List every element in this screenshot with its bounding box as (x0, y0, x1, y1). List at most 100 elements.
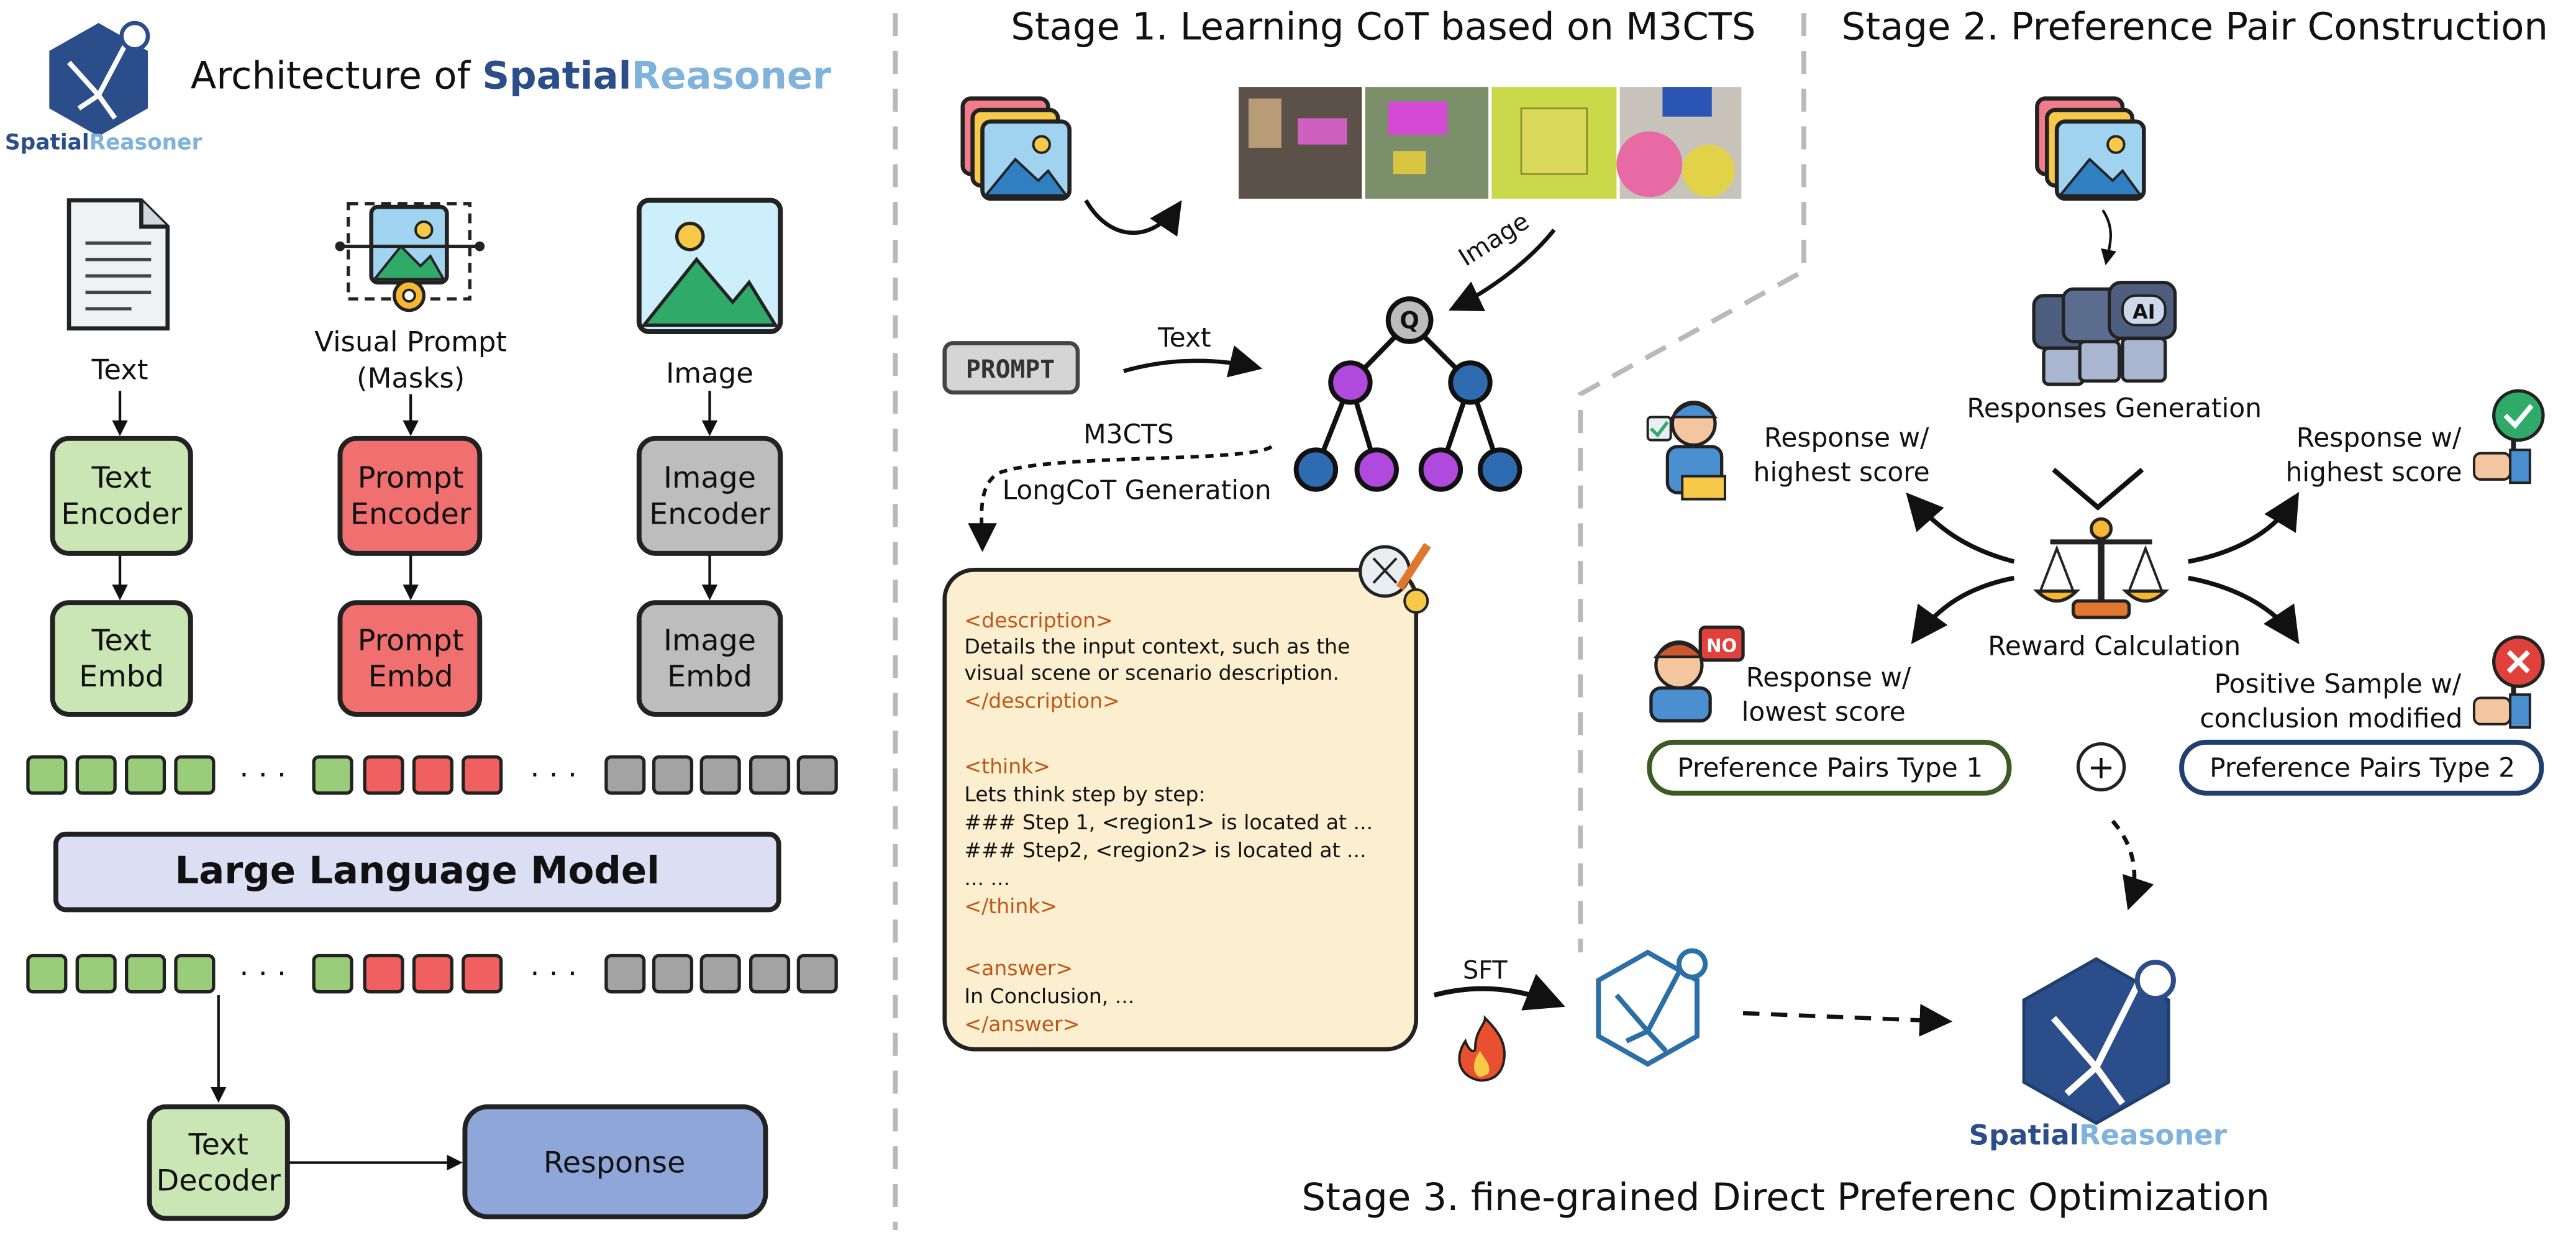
text-encoder-box: Text Encoder (50, 435, 193, 556)
prompt-embd-box: Prompt Embd (337, 600, 483, 717)
svg-text:· · ·: · · · (239, 957, 286, 991)
svg-text:Embd: Embd (79, 660, 164, 694)
left-high-line1: Response w/ (1764, 422, 1929, 453)
right-high-line1: Response w/ (2296, 422, 2462, 453)
svg-text:<think>: <think> (964, 754, 1050, 778)
svg-text:Image: Image (663, 461, 756, 495)
image-icon (636, 198, 783, 334)
sft-label: SFT (1463, 957, 1508, 985)
idea-sketch-icon (1359, 543, 1431, 614)
cross-sign-icon (2472, 635, 2545, 729)
image-embd-box: Image Embd (636, 600, 783, 717)
architecture-logo-icon (49, 20, 150, 137)
left-low-line2: lowest score (1742, 697, 1906, 727)
text-arrow-label: Text (1157, 322, 1211, 353)
svg-text:Embd: Embd (667, 660, 752, 694)
cot-template-box: <description> Details the input context,… (942, 567, 1419, 1052)
stage2-title: Stage 2. Preference Pair Construction (1842, 5, 2548, 48)
scale-balance-icon (2033, 517, 2170, 619)
final-logo-text: SpatialReasoner (1969, 1119, 2228, 1152)
arrow-reward-to-right-pos (2188, 575, 2300, 645)
divider-right (1578, 13, 1806, 953)
arrow-reward-to-right-high (2188, 491, 2300, 564)
svg-text:Text: Text (91, 461, 152, 495)
svg-text:AI: AI (2132, 301, 2155, 324)
right-pos-line2: conclusion modified (2200, 703, 2462, 734)
arrow-prompt-to-tree (1123, 345, 1263, 378)
m3cts-label: M3CTS (1083, 419, 1174, 450)
base-model-icon (1596, 948, 1708, 1067)
svg-text:· · ·: · · · (530, 957, 577, 991)
text-document-icon (66, 198, 170, 331)
right-high-line2: highest score (2286, 457, 2462, 488)
response-box: Response (462, 1104, 768, 1219)
arrow-model-to-final (1742, 1003, 1953, 1037)
visual-prompt-icon (335, 202, 485, 312)
svg-text:### Step2, <region2> is locate: ### Step2, <region2> is located at ... (964, 838, 1366, 862)
input-label-prompt-line2: (Masks) (357, 362, 465, 394)
arrow-reward-to-left-high (1906, 492, 2015, 564)
prompt-encoder-box: Prompt Encoder (337, 435, 483, 556)
stacked-images-icon (960, 96, 1072, 201)
arrow-tree-to-cot (968, 445, 1273, 552)
svg-text:+: + (2087, 749, 2114, 786)
prompt-chip-icon: PROMPT (942, 341, 1080, 395)
input-label-prompt-line1: Visual Prompt (314, 325, 507, 358)
svg-text:· · ·: · · · (530, 758, 577, 793)
svg-text:<description>: <description> (964, 608, 1113, 632)
svg-text:Encoder: Encoder (61, 497, 182, 531)
text-embd-box: Text Embd (50, 600, 193, 717)
sample-photo-strip (1239, 87, 1742, 199)
chevron-down-icon (2052, 468, 2144, 511)
svg-text:Image: Image (663, 624, 756, 658)
arrow-cot-to-model (1433, 973, 1565, 1011)
svg-text:</answer>: </answer> (964, 1012, 1080, 1036)
svg-text:visual scene or scenario descr: visual scene or scenario description. (964, 660, 1339, 685)
arrow-images-to-photos (1084, 199, 1182, 237)
svg-text:NO: NO (1706, 635, 1737, 656)
plus-icon: + (2076, 742, 2126, 792)
llm-box: Large Language Model (53, 831, 781, 913)
svg-text:... ...: ... ... (964, 866, 1010, 890)
preference-pairs-type1: Preference Pairs Type 1 (1647, 739, 2012, 796)
ai-robots-icon: AI (2032, 281, 2177, 386)
token-row-output: · · · · · · (26, 954, 838, 994)
text-decoder-box: Text Decoder (147, 1104, 290, 1221)
search-tree-icon: Q (1293, 296, 1522, 492)
svg-text:Text: Text (91, 624, 152, 658)
svg-text:</description>: </description> (964, 688, 1119, 712)
svg-text:Embd: Embd (368, 660, 453, 694)
svg-text:Prompt: Prompt (358, 624, 464, 658)
svg-text:Response: Response (544, 1145, 686, 1180)
preference-pairs-type2: Preference Pairs Type 2 (2179, 739, 2544, 796)
person-thumbs-up-icon (1646, 401, 1726, 501)
svg-text:Decoder: Decoder (157, 1164, 281, 1198)
responses-generation-label: Responses Generation (1967, 393, 2262, 423)
svg-text:Preference Pairs Type 2: Preference Pairs Type 2 (2210, 752, 2515, 783)
final-model-logo-icon (2022, 957, 2176, 1126)
input-label-text: Text (91, 353, 148, 386)
architecture-title: Architecture of SpatialReasoner (191, 55, 831, 98)
architecture-logo-text: SpatialReasoner (5, 130, 203, 155)
arrow-photos-to-tree (1448, 229, 1556, 311)
input-label-image: Image (666, 357, 753, 389)
stage3-title: Stage 3. fine-grained Direct Preferenc O… (1302, 1176, 2270, 1219)
right-pos-line1: Positive Sample w/ (2214, 669, 2462, 699)
image-encoder-box: Image Encoder (636, 435, 783, 556)
longcot-generation-label: LongCoT Generation (1003, 475, 1272, 506)
person-no-icon: NO (1649, 626, 1745, 723)
svg-text:In Conclusion, ...: In Conclusion, ... (964, 984, 1134, 1008)
left-high-line2: highest score (1754, 457, 1930, 488)
svg-text:<answer>: <answer> (964, 956, 1073, 980)
reward-calculation-label: Reward Calculation (1988, 631, 2241, 662)
check-sign-icon (2472, 389, 2545, 485)
arrow-reward-to-left-low (1911, 575, 2015, 644)
svg-text:Prompt: Prompt (358, 461, 464, 495)
svg-text:PROMPT: PROMPT (966, 355, 1055, 384)
svg-text:Text: Text (188, 1127, 248, 1162)
fire-icon (1458, 1015, 1506, 1082)
left-low-line1: Response w/ (1746, 662, 1911, 693)
svg-text:Lets think step by step:: Lets think step by step: (964, 782, 1205, 806)
